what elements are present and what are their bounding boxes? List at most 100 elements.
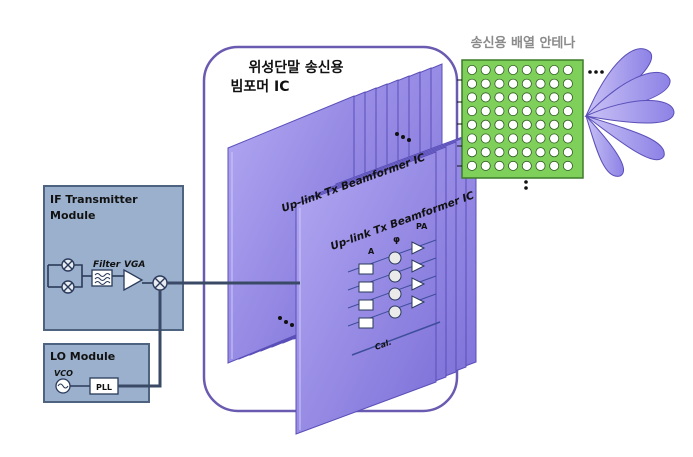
antenna-element bbox=[521, 133, 532, 144]
antenna-element bbox=[549, 147, 560, 158]
front-chip-stack bbox=[295, 131, 477, 435]
upconvert-mixer-icon bbox=[152, 275, 168, 291]
phase-shifter-4 bbox=[388, 305, 402, 319]
antenna-element bbox=[535, 65, 546, 76]
vga-label: VGA bbox=[124, 260, 145, 270]
antenna-element bbox=[466, 92, 477, 103]
antenna-element bbox=[508, 65, 519, 76]
antenna-element bbox=[562, 119, 573, 130]
antenna-element bbox=[466, 133, 477, 144]
antenna-element bbox=[508, 78, 519, 89]
antenna-element bbox=[508, 106, 519, 117]
power-amp-4 bbox=[411, 295, 426, 309]
phase-shifter-1 bbox=[388, 251, 402, 265]
phase-shifter-2 bbox=[388, 269, 402, 283]
col-label-phase: φ bbox=[393, 235, 400, 245]
antenna-element bbox=[562, 78, 573, 89]
antenna-element bbox=[549, 133, 560, 144]
col-label-pa: PA bbox=[416, 222, 428, 231]
antenna-element bbox=[549, 119, 560, 130]
lo-module-title: LO Module bbox=[50, 350, 115, 363]
antenna-array-panel bbox=[461, 59, 584, 179]
antenna-element bbox=[521, 160, 532, 171]
antenna-element bbox=[562, 92, 573, 103]
antenna-element bbox=[535, 119, 546, 130]
if-module-signal-lines bbox=[47, 264, 153, 288]
antenna-element bbox=[535, 147, 546, 158]
if-module-title-2: Module bbox=[50, 209, 95, 222]
connection-lines bbox=[118, 281, 300, 388]
antenna-element bbox=[562, 160, 573, 171]
antenna-element bbox=[466, 160, 477, 171]
antenna-element bbox=[494, 147, 505, 158]
antenna-element bbox=[494, 92, 505, 103]
antenna-title: 송신용 배열 안테나 bbox=[471, 35, 576, 51]
antenna-element bbox=[508, 119, 519, 130]
chain-rows bbox=[347, 239, 437, 329]
antenna-element bbox=[549, 92, 560, 103]
antenna-element bbox=[494, 78, 505, 89]
antenna-element bbox=[549, 106, 560, 117]
antenna-element bbox=[521, 106, 532, 117]
antenna-element bbox=[480, 160, 491, 171]
antenna-element bbox=[549, 65, 560, 76]
power-amp-3 bbox=[411, 277, 426, 291]
attenuator-block-1 bbox=[358, 263, 374, 275]
antenna-element bbox=[480, 92, 491, 103]
col-label-a: A bbox=[368, 247, 375, 256]
antenna-element bbox=[549, 160, 560, 171]
antenna-element bbox=[480, 65, 491, 76]
antenna-element bbox=[466, 147, 477, 158]
antenna-element bbox=[535, 160, 546, 171]
antenna-element bbox=[480, 147, 491, 158]
antenna-element bbox=[521, 147, 532, 158]
cal-line bbox=[351, 321, 441, 356]
antenna-ellipsis-dots bbox=[524, 70, 604, 190]
antenna-element bbox=[535, 78, 546, 89]
beamformer-group-title-1: 위성단말 송신용 bbox=[248, 59, 343, 76]
antenna-element bbox=[466, 119, 477, 130]
antenna-element bbox=[508, 92, 519, 103]
if-module-title-1: IF Transmitter bbox=[50, 193, 138, 206]
filter-label: Filter bbox=[93, 260, 121, 270]
beamformer-group-title-2: 빔포머 IC bbox=[231, 79, 290, 95]
vga-amplifier-icon bbox=[123, 268, 144, 292]
mixer-2-icon bbox=[61, 280, 75, 294]
antenna-element bbox=[494, 65, 505, 76]
antenna-element bbox=[521, 65, 532, 76]
phase-shifter-3 bbox=[388, 287, 402, 301]
antenna-element bbox=[535, 106, 546, 117]
antenna-element bbox=[480, 78, 491, 89]
antenna-element bbox=[535, 133, 546, 144]
if-transmitter-module bbox=[43, 185, 184, 331]
antenna-element bbox=[508, 133, 519, 144]
antenna-element bbox=[480, 133, 491, 144]
attenuator-block-3 bbox=[358, 299, 374, 311]
antenna-element bbox=[494, 133, 505, 144]
radiation-beam-lobes bbox=[584, 48, 675, 177]
attenuator-block-2 bbox=[358, 281, 374, 293]
power-amp-2 bbox=[411, 259, 426, 273]
antenna-element bbox=[480, 106, 491, 117]
ellipsis-dots-bottom bbox=[278, 316, 294, 327]
antenna-element bbox=[508, 147, 519, 158]
vco-label: VCO bbox=[54, 369, 73, 378]
vco-icon bbox=[55, 378, 71, 394]
antenna-element bbox=[521, 92, 532, 103]
antenna-element bbox=[494, 106, 505, 117]
antenna-element bbox=[466, 65, 477, 76]
antenna-element bbox=[508, 160, 519, 171]
antenna-element bbox=[562, 147, 573, 158]
attenuator-block-4 bbox=[358, 317, 374, 329]
filter-icon bbox=[91, 269, 113, 287]
antenna-element bbox=[521, 119, 532, 130]
antenna-element bbox=[549, 78, 560, 89]
antenna-element bbox=[494, 160, 505, 171]
antenna-element bbox=[562, 106, 573, 117]
antenna-element-grid bbox=[466, 65, 573, 171]
antenna-element bbox=[480, 119, 491, 130]
antenna-element bbox=[494, 119, 505, 130]
power-amp-1 bbox=[411, 241, 426, 255]
ellipsis-dots-top bbox=[395, 132, 411, 142]
